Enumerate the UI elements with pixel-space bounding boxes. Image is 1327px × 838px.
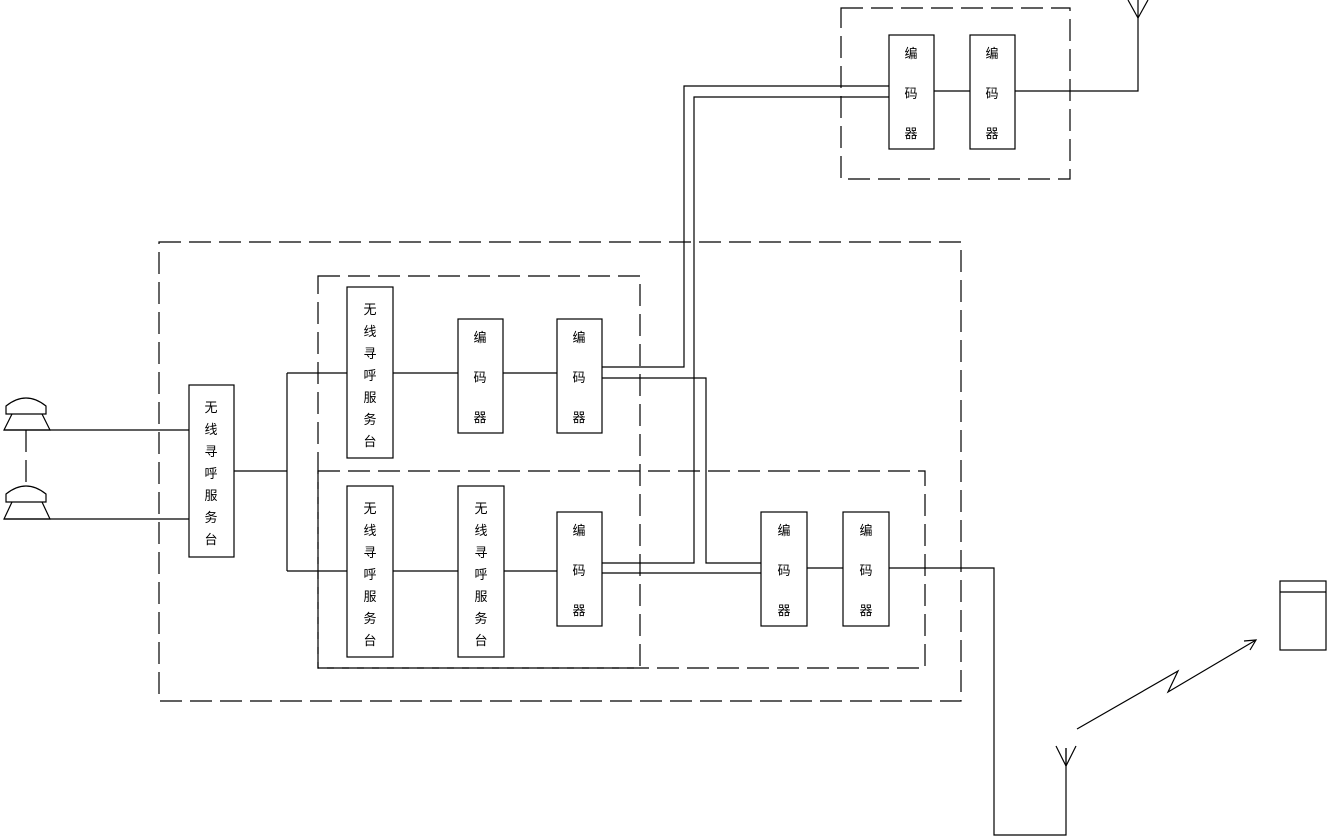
right-encoder-1-label: 编码器 [777,524,790,619]
telephone-icon [3,397,51,431]
wireless-signal-icon [1076,639,1257,730]
telephone-icon [3,485,51,520]
lower-encoder-label: 编码器 [572,524,585,619]
trunk-line [602,96,889,564]
trunk-line [602,377,761,564]
upper-encoder-1 [457,318,504,434]
pager-icon [1279,580,1327,651]
main-paging-console-label: 无线寻呼服务台 [204,401,217,548]
lower-paging-console-2-label: 无线寻呼服务台 [474,502,487,649]
main-paging-console [188,384,235,558]
antenna-icon [1127,0,1149,19]
trunk-line [602,85,889,368]
right-encoder-2 [842,511,890,627]
antenna-feed-line [1015,0,1139,92]
lower-station-frame [317,470,926,669]
upper-encoder-2 [556,318,603,434]
upper-paging-console [346,286,394,459]
upper-encoder-1-label: 编码器 [473,331,486,426]
remote-encoder-2-label: 编码器 [985,47,998,142]
remote-encoder-1 [888,34,935,150]
antenna-feed-line [889,567,1067,836]
right-encoder-2-label: 编码器 [859,524,872,619]
remote-encoder-1-label: 编码器 [904,47,917,142]
main-system-frame [158,241,962,702]
remote-station-frame [840,7,1071,180]
lower-paging-console-1-label: 无线寻呼服务台 [363,502,376,649]
right-encoder-1 [760,511,808,627]
lower-encoder [556,511,603,627]
wireless-signal-arrowhead [1243,639,1258,651]
upper-paging-console-label: 无线寻呼服务台 [363,303,376,450]
upper-encoder-2-label: 编码器 [572,331,585,426]
lower-paging-console-2 [457,485,505,658]
lower-paging-console-1 [346,485,394,658]
remote-encoder-2 [969,34,1016,150]
antenna-icon [1055,745,1077,767]
